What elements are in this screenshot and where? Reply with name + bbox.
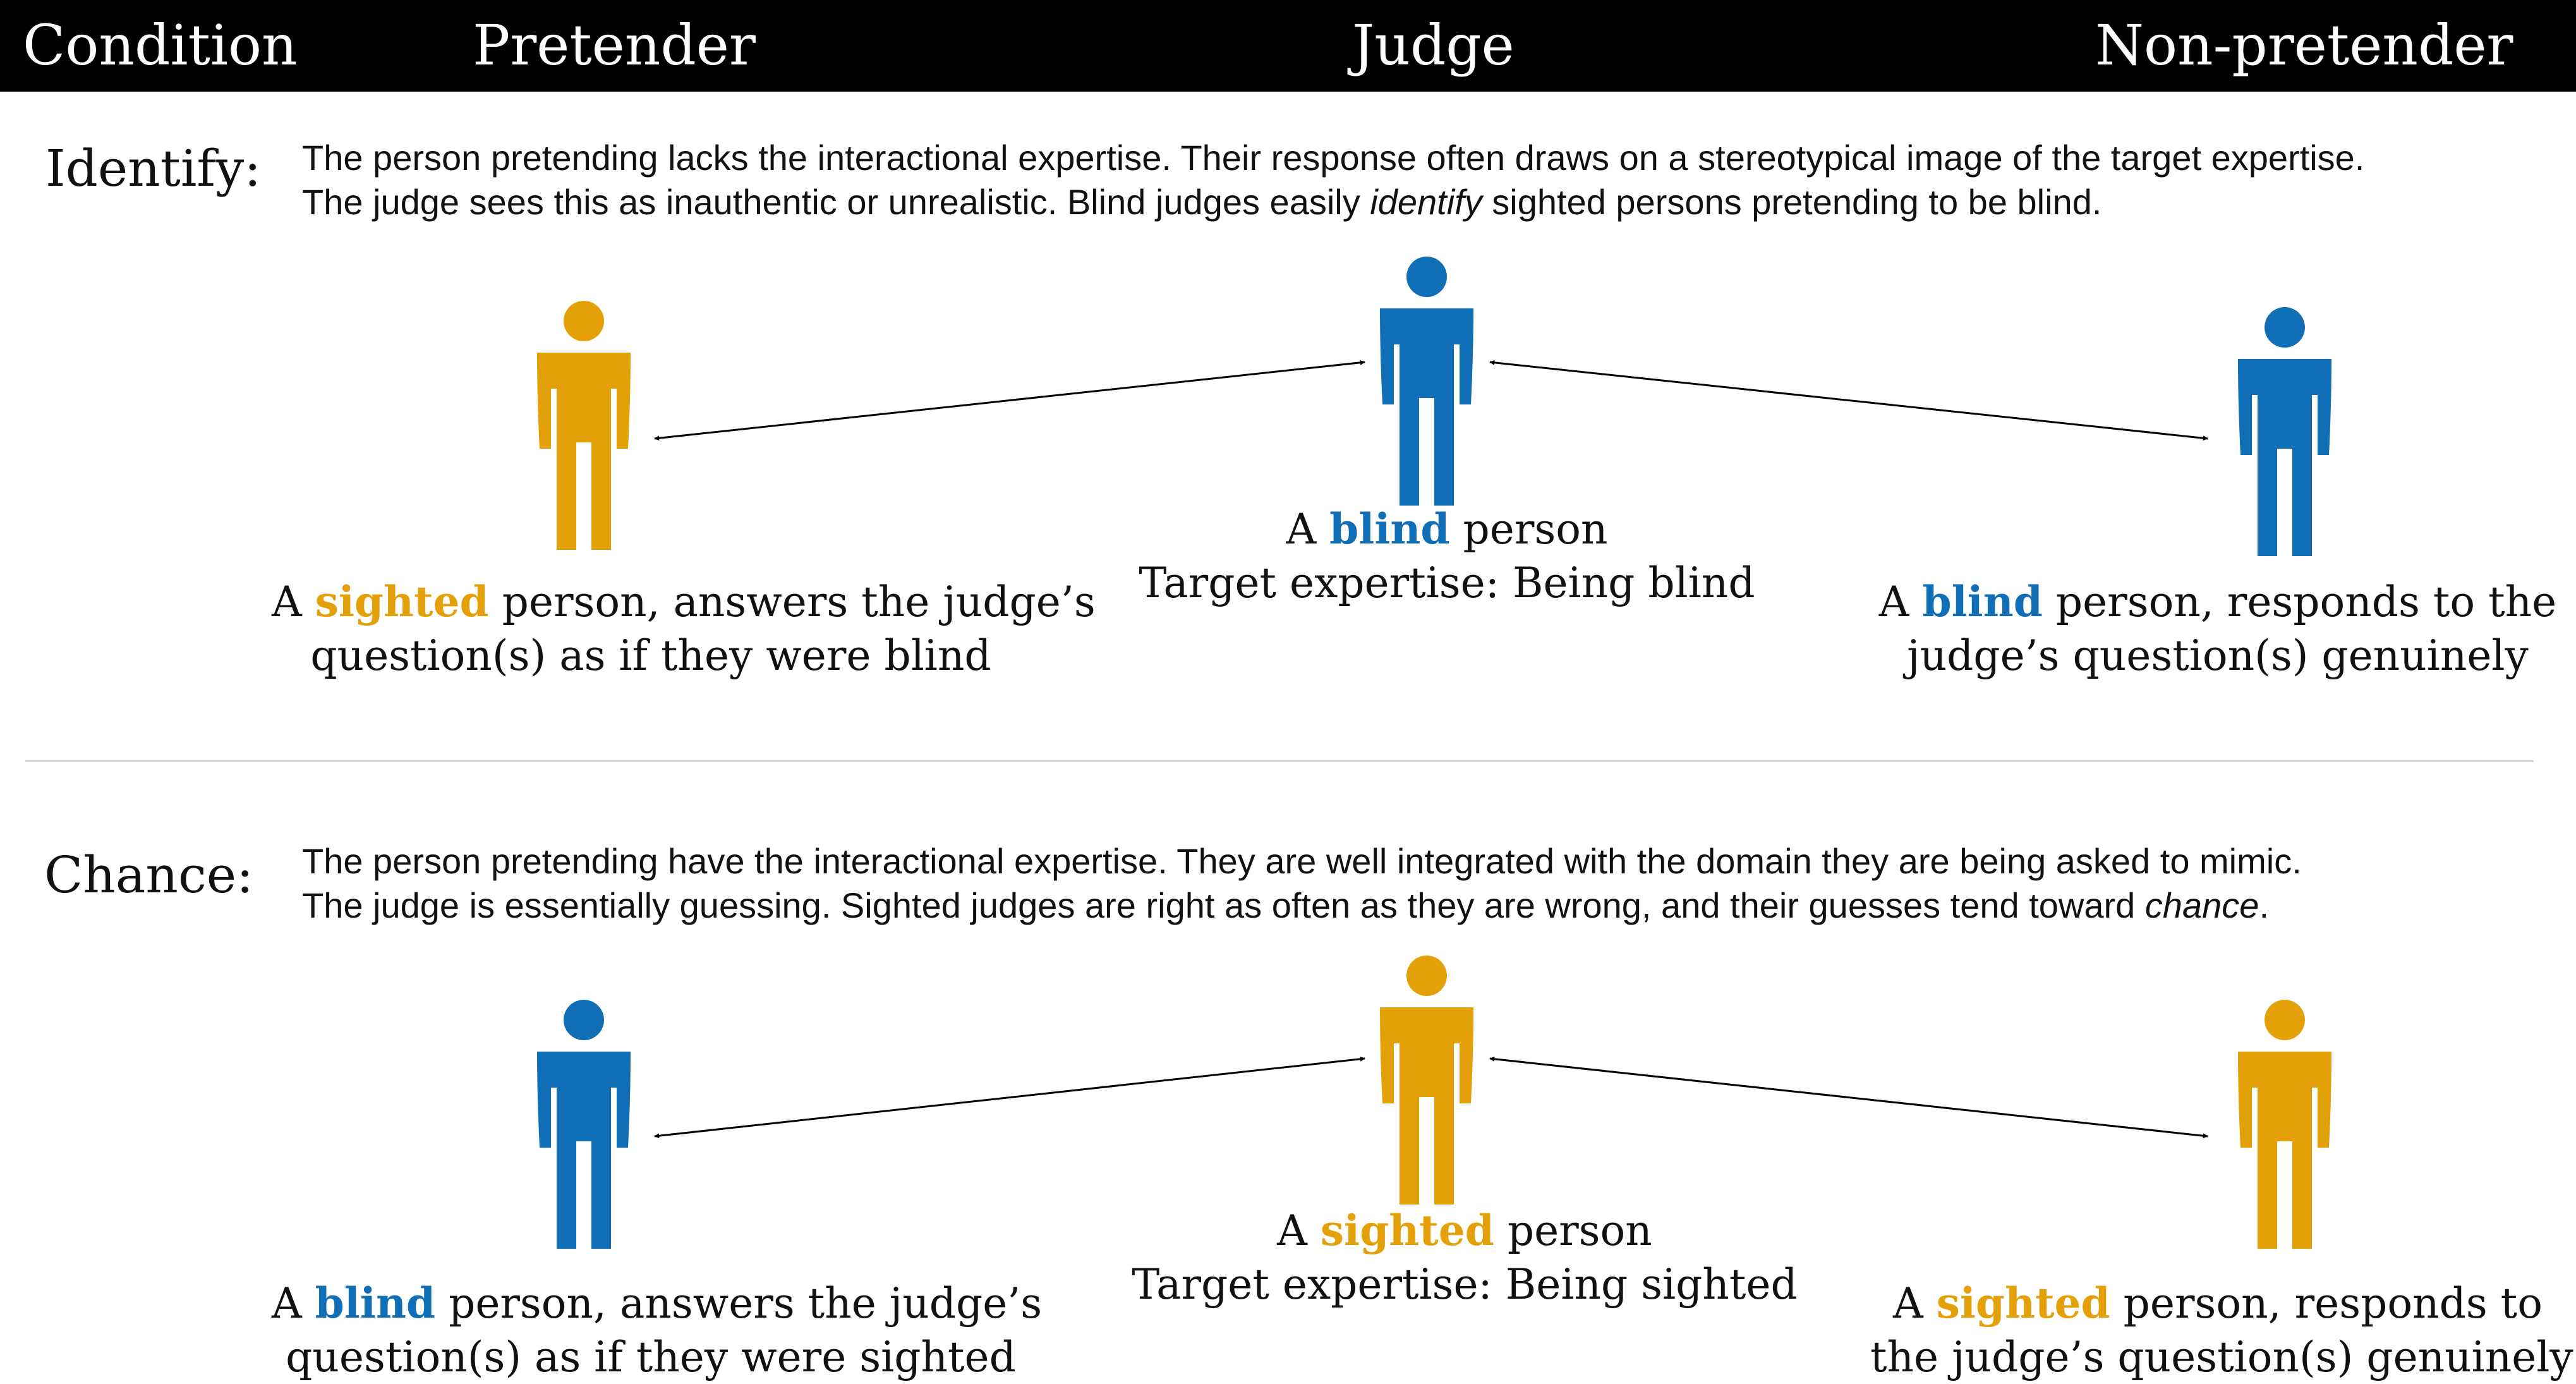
identify-judge-caption: A blind person Target expertise: Being b… — [1139, 504, 1755, 607]
header-pretender: Pretender — [473, 13, 756, 78]
header-bar: Condition Pretender Judge Non-pretender — [0, 0, 2576, 92]
header-condition: Condition — [23, 13, 298, 78]
header-judge: Judge — [1352, 13, 1515, 78]
identify-judge-keyword: blind — [1329, 504, 1450, 554]
identify-pretender-keyword: sighted — [315, 577, 489, 626]
chance-judge-person-icon — [1380, 956, 1473, 1205]
chance-description: The person pretending have the interacti… — [302, 839, 2302, 928]
identify-non-pretender-caption: A blind person, responds to the judge’s … — [1878, 577, 2557, 680]
identify-description: The person pretending lacks the interact… — [302, 136, 2364, 224]
chance-desc-line2: The judge is essentially guessing. Sight… — [302, 885, 2270, 925]
chance-judge-keyword: sighted — [1320, 1206, 1494, 1255]
identify-arrow-left — [654, 360, 1365, 441]
identify-pretender-person-icon — [537, 301, 631, 550]
identify-arrow-right — [1489, 360, 2208, 441]
chance-label: Chance: — [44, 846, 254, 904]
chance-non-pretender-caption: A sighted person, responds to the judge’… — [1870, 1278, 2573, 1381]
header-non-pretender: Non-pretender — [2095, 13, 2513, 78]
chance-arrow-left — [654, 1056, 1365, 1139]
chance-emphasis: chance — [2144, 885, 2259, 925]
identify-pretender-caption: A sighted person, answers the judge’s qu… — [272, 577, 1096, 680]
identify-non-pretender-person-icon — [2238, 307, 2331, 556]
chance-pretender-keyword: blind — [315, 1278, 436, 1328]
identify-non-pretender-keyword: blind — [1922, 577, 2043, 626]
chance-judge-caption: A sighted person Target expertise: Being… — [1132, 1206, 1798, 1309]
chance-pretender-person-icon — [537, 1000, 631, 1249]
section-divider — [25, 760, 2534, 762]
chance-arrow-right — [1489, 1056, 2208, 1139]
chance-pretender-caption: A blind person, answers the judge’s ques… — [272, 1278, 1043, 1381]
identify-judge-person-icon — [1380, 257, 1473, 506]
chance-non-pretender-person-icon — [2238, 1000, 2331, 1249]
chance-desc-line1: The person pretending have the interacti… — [302, 841, 2302, 881]
identify-desc-line2: The judge sees this as inauthentic or un… — [302, 182, 2102, 222]
identify-label: Identify: — [45, 139, 262, 198]
identify-emphasis: identify — [1370, 182, 1482, 222]
identify-desc-line1: The person pretending lacks the interact… — [302, 138, 2365, 178]
chance-non-pretender-keyword: sighted — [1936, 1278, 2110, 1328]
